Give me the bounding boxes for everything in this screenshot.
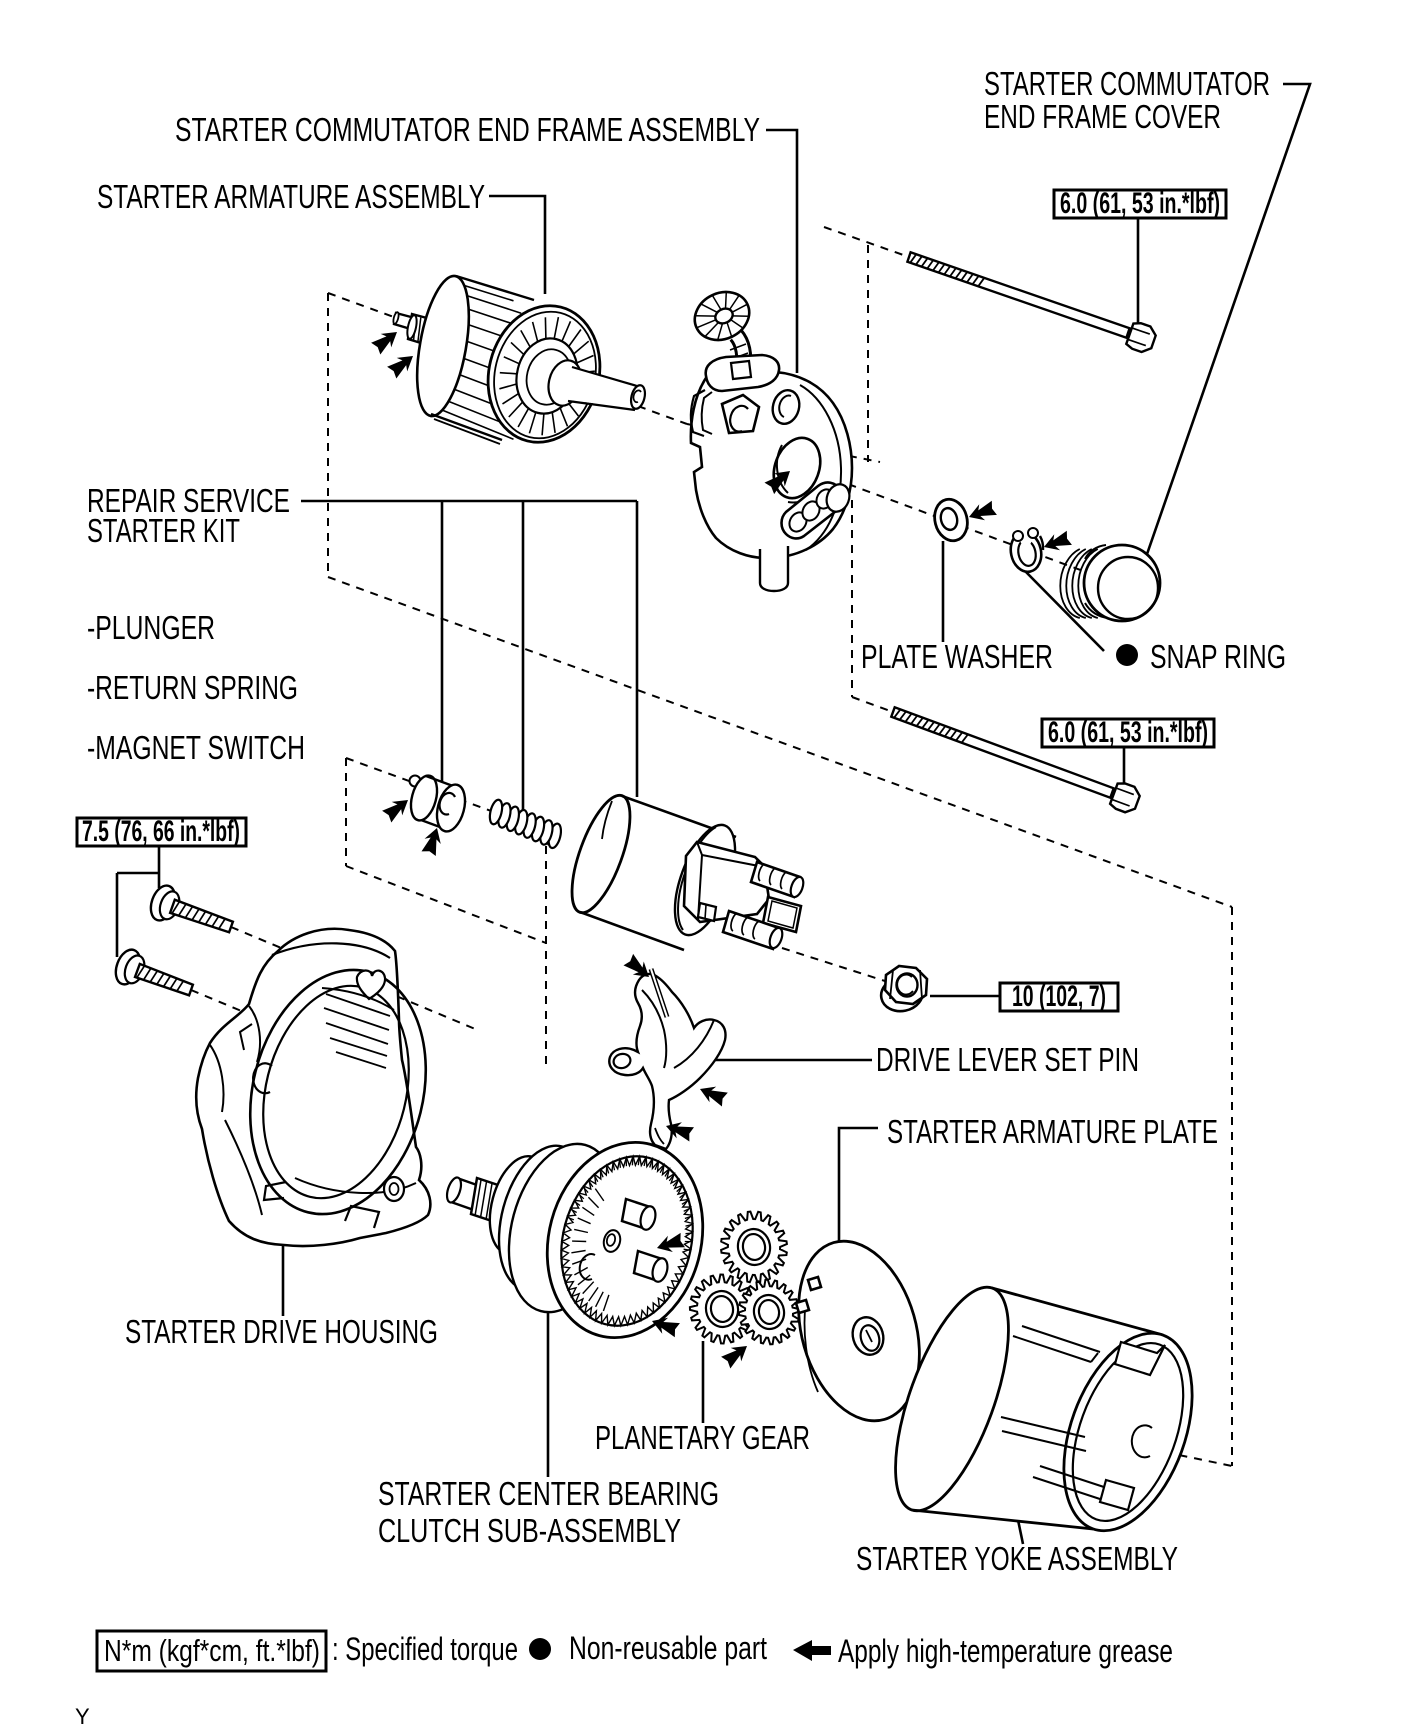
- svg-text:PLATE WASHER: PLATE WASHER: [861, 638, 1053, 675]
- svg-text:Y: Y: [75, 1704, 90, 1729]
- svg-text:CLUTCH SUB-ASSEMBLY: CLUTCH SUB-ASSEMBLY: [378, 1512, 681, 1549]
- svg-text:STARTER CENTER BEARING: STARTER CENTER BEARING: [378, 1475, 719, 1512]
- svg-text:-MAGNET SWITCH: -MAGNET SWITCH: [87, 729, 305, 766]
- svg-text:STARTER ARMATURE PLATE: STARTER ARMATURE PLATE: [887, 1113, 1218, 1150]
- svg-text:-PLUNGER: -PLUNGER: [87, 609, 215, 646]
- svg-text:STARTER ARMATURE ASSEMBLY: STARTER ARMATURE ASSEMBLY: [97, 178, 485, 215]
- svg-text:N*m (kgf*cm, ft.*lbf): N*m (kgf*cm, ft.*lbf): [104, 1633, 320, 1668]
- svg-text:: Specified torque: : Specified torque: [332, 1631, 518, 1667]
- svg-text:6.0 (61, 53 in.*lbf): 6.0 (61, 53 in.*lbf): [1048, 716, 1208, 749]
- svg-text:DRIVE LEVER SET PIN: DRIVE LEVER SET PIN: [876, 1041, 1139, 1078]
- svg-text:STARTER COMMUTATOR: STARTER COMMUTATOR: [984, 65, 1270, 102]
- svg-text:10 (102, 7): 10 (102, 7): [1012, 980, 1106, 1013]
- svg-text:SNAP RING: SNAP RING: [1150, 638, 1286, 675]
- svg-text:STARTER YOKE ASSEMBLY: STARTER YOKE ASSEMBLY: [856, 1540, 1178, 1577]
- svg-text:END FRAME COVER: END FRAME COVER: [984, 98, 1221, 135]
- svg-text:Non-reusable part: Non-reusable part: [569, 1630, 767, 1666]
- svg-text:7.5 (76, 66 in.*lbf): 7.5 (76, 66 in.*lbf): [82, 815, 240, 848]
- svg-text:REPAIR SERVICE: REPAIR SERVICE: [87, 482, 290, 519]
- svg-text:STARTER COMMUTATOR END FRAME A: STARTER COMMUTATOR END FRAME ASSEMBLY: [175, 111, 760, 148]
- svg-text:Apply high-temperature grease: Apply high-temperature grease: [838, 1633, 1173, 1669]
- svg-text:PLANETARY GEAR: PLANETARY GEAR: [595, 1419, 810, 1456]
- svg-text:STARTER KIT: STARTER KIT: [87, 512, 240, 549]
- svg-text:-RETURN SPRING: -RETURN SPRING: [87, 669, 298, 706]
- svg-text:STARTER DRIVE HOUSING: STARTER DRIVE HOUSING: [125, 1313, 438, 1350]
- svg-text:6.0 (61, 53 in.*lbf): 6.0 (61, 53 in.*lbf): [1060, 187, 1220, 220]
